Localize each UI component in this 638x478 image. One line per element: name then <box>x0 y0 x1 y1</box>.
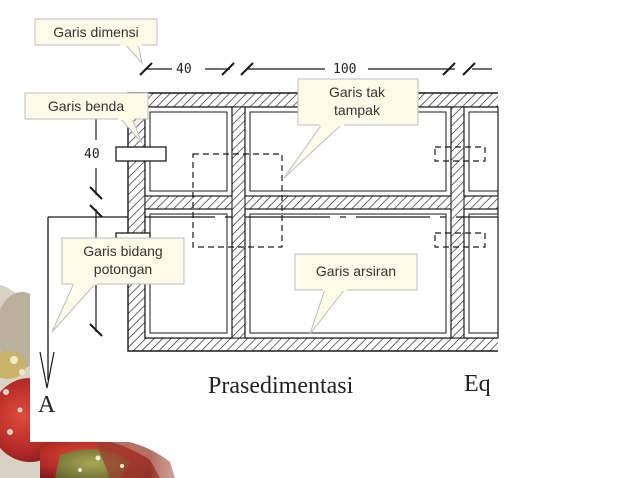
svg-text:Garis benda: Garis benda <box>48 98 124 114</box>
svg-text:Garis dimensi: Garis dimensi <box>53 24 139 40</box>
hidden-line-box <box>192 153 283 248</box>
callout-garis-arsiran: Garis arsiran <box>294 253 418 335</box>
pipe-top <box>115 146 167 162</box>
callout-garis-benda: Garis benda <box>24 92 149 144</box>
chamber-6 <box>463 208 499 339</box>
callout-garis-bidang-potongan: Garis bidang potongan <box>51 237 185 333</box>
dimension-40-left: 40 <box>84 147 100 162</box>
svg-text:Garis tak: Garis tak <box>329 84 386 100</box>
chamber-3 <box>463 106 499 197</box>
drawing-title-right: Eq <box>464 371 491 397</box>
middle-wall-hatch <box>144 195 499 210</box>
divider-wall-1 <box>231 106 246 339</box>
top-dimension <box>139 62 492 76</box>
hidden-line-box-right-top <box>434 146 486 162</box>
hidden-line-box-right-bottom <box>434 232 486 248</box>
section-mark: A <box>38 392 56 418</box>
callout-garis-dimensi: Garis dimensi <box>34 18 158 65</box>
tank-plan-drawing <box>39 62 499 389</box>
svg-text:Garis bidang: Garis bidang <box>83 243 162 259</box>
divider-wall-2 <box>450 106 465 339</box>
section-arrow <box>39 351 55 389</box>
drawing-title: Prasedimentasi <box>208 373 354 399</box>
svg-text:Garis arsiran: Garis arsiran <box>316 263 396 279</box>
dimension-40-top: 40 <box>176 62 192 77</box>
svg-text:tampak: tampak <box>334 102 381 118</box>
dimension-100: 100 <box>333 62 356 77</box>
svg-text:potongan: potongan <box>94 261 152 277</box>
callout-garis-tak-tampak: Garis tak tampak <box>283 78 419 179</box>
